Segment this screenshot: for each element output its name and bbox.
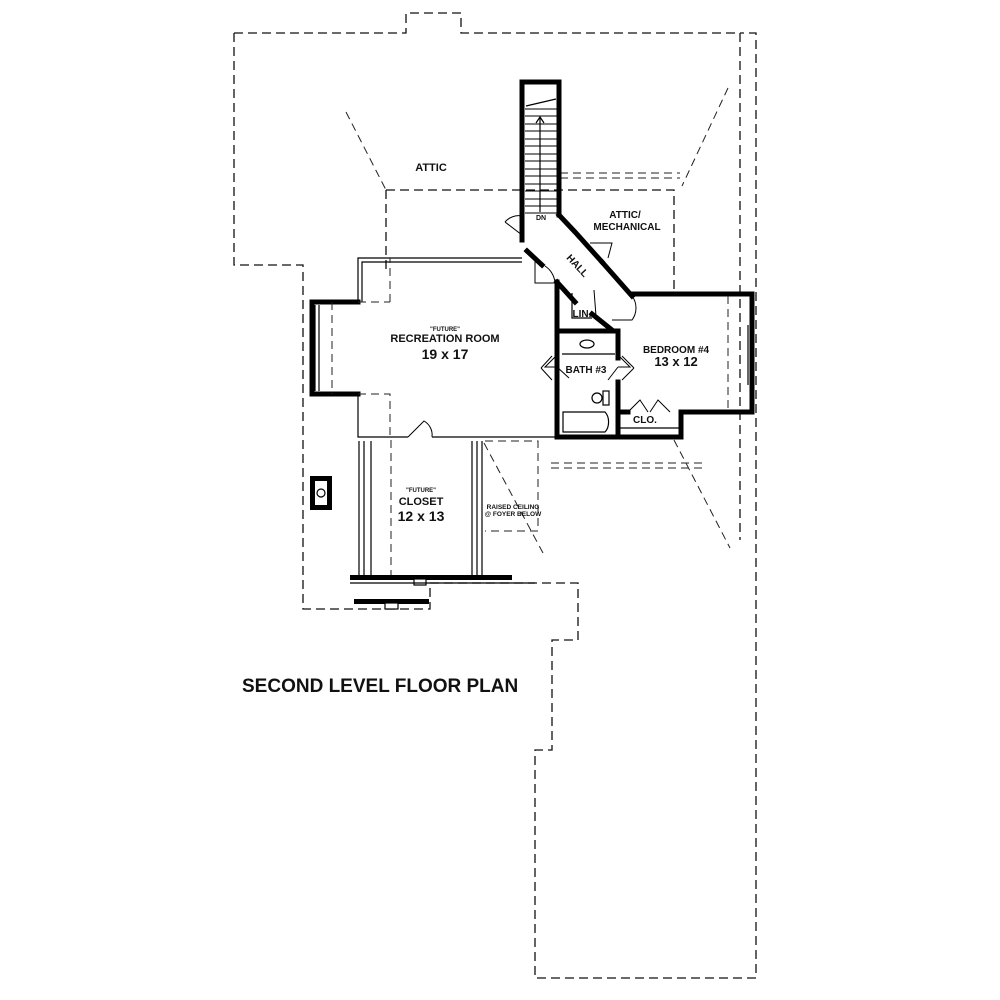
bedroom-4-size: 13 x 12 [654, 354, 697, 369]
roof-slope-left [345, 111, 387, 191]
raised-ceiling-area: RAISED CEILING @ FOYER BELOW [483, 440, 544, 554]
staircase: DN [519, 79, 562, 222]
outer-outline [233, 12, 757, 979]
closet-name: CLOSET [399, 496, 444, 508]
bath-3-label: BATH #3 [566, 365, 607, 376]
bedroom-4-name: BEDROOM #4 [643, 345, 710, 356]
chimney [310, 476, 332, 510]
attic-mechanical-label-2: MECHANICAL [593, 222, 660, 233]
attic-mechanical-label-1: ATTIC/ [609, 210, 641, 221]
bathtub-icon [562, 411, 610, 433]
stair-treads [525, 108, 557, 214]
linen-closet: LIN. [571, 289, 597, 320]
raised-ceiling-label-2: @ FOYER BELOW [485, 511, 542, 518]
attic-label: ATTIC [415, 162, 447, 174]
recreation-room-size: 19 x 17 [422, 346, 469, 362]
future-closet: "FUTURE" CLOSET 12 x 13 [350, 440, 535, 610]
sink-icon [579, 339, 595, 349]
recreation-room: "FUTURE" RECREATION ROOM 19 x 17 [309, 257, 560, 440]
stair-direction-label: DN [536, 215, 546, 222]
closet-size: 12 x 13 [398, 508, 445, 524]
recreation-future-note: "FUTURE" [430, 327, 460, 333]
plan-title: SECOND LEVEL FLOOR PLAN [242, 676, 518, 697]
hall-label: HALL [564, 253, 590, 280]
raised-ceiling-label-1: RAISED CEILING [487, 504, 540, 511]
recreation-room-name: RECREATION ROOM [390, 333, 499, 345]
closet-small-label: CLO. [633, 415, 657, 426]
toilet-icon [591, 392, 603, 404]
roof-slope-lower-right [673, 439, 731, 549]
linen-label: LIN. [573, 309, 592, 320]
attic-inner-outline [386, 189, 675, 290]
closet-future-note: "FUTURE" [406, 488, 436, 494]
bedroom-4: CLO. BEDROOM #4 13 x 12 [615, 291, 755, 440]
roof-slope-right [681, 87, 729, 187]
flue-icon [316, 488, 326, 498]
